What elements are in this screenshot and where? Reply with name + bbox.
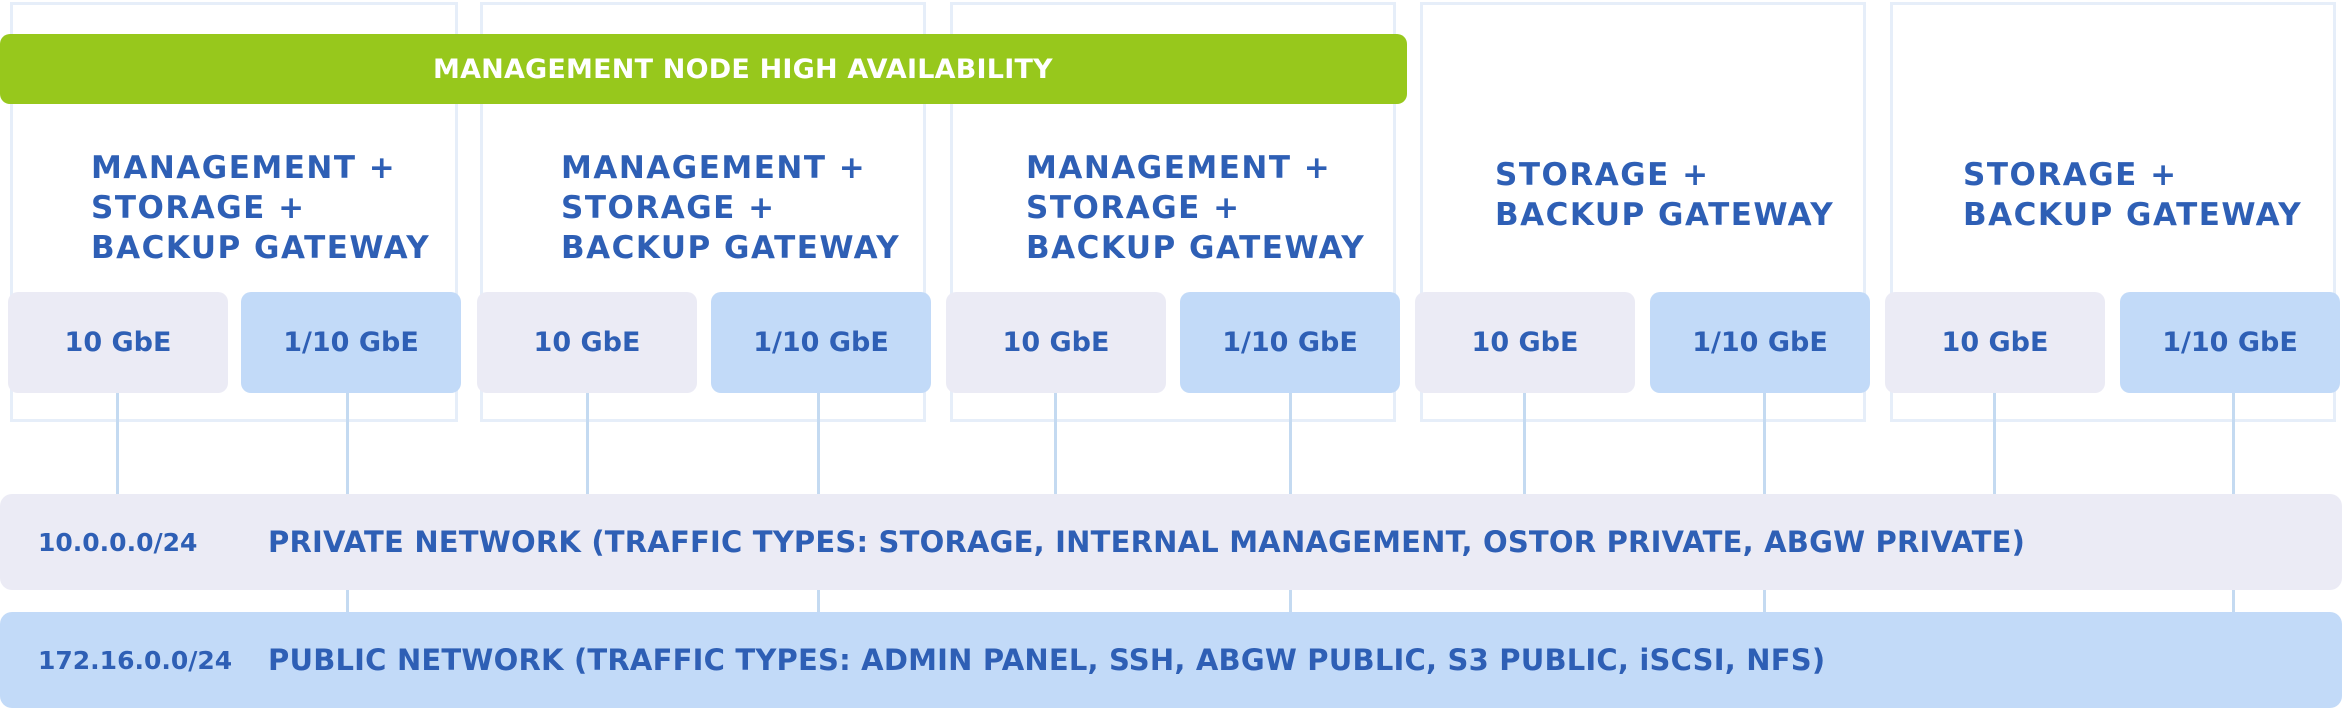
node-2-nic-1-10gbe: 1/10 GbE <box>711 292 931 393</box>
public-network: 172.16.0.0/24 PUBLIC NETWORK (TRAFFIC TY… <box>0 612 2342 708</box>
node-3-label-line-1: MANAGEMENT + <box>1026 150 1332 186</box>
wire-node1-private <box>116 393 119 494</box>
ha-banner-label: MANAGEMENT NODE HIGH AVAILABILITY <box>433 53 1053 85</box>
node-1-label-line-2: STORAGE + <box>91 190 306 226</box>
wire-node5-private <box>1993 393 1996 494</box>
node-4-label-line-2: BACKUP GATEWAY <box>1495 197 1835 233</box>
node-1-label-line-3: BACKUP GATEWAY <box>91 230 431 266</box>
node-4-nic-10gbe: 10 GbE <box>1415 292 1635 393</box>
node-2-nic-10gbe: 10 GbE <box>477 292 697 393</box>
node-frame-1 <box>10 2 458 422</box>
node-5-nic-1-10gbe: 1/10 GbE <box>2120 292 2340 393</box>
node-3-label-line-2: STORAGE + <box>1026 190 1241 226</box>
node-3-nic-1-10gbe: 1/10 GbE <box>1180 292 1400 393</box>
node-3-label-line-3: BACKUP GATEWAY <box>1026 230 1366 266</box>
node-5-label: STORAGE + BACKUP GATEWAY <box>1963 155 2302 235</box>
node-1-label-line-1: MANAGEMENT + <box>91 150 397 186</box>
node-2-label: MANAGEMENT + STORAGE + BACKUP GATEWAY <box>561 148 900 268</box>
node-frame-5 <box>1890 2 2336 422</box>
node-5-label-line-1: STORAGE + <box>1963 157 2178 193</box>
node-4-label-line-1: STORAGE + <box>1495 157 1710 193</box>
wire-node3-private <box>1054 393 1057 494</box>
node-2-label-line-3: BACKUP GATEWAY <box>561 230 901 266</box>
node-5-nic-10gbe: 10 GbE <box>1885 292 2105 393</box>
wire-node4-private <box>1523 393 1526 494</box>
private-network: 10.0.0.0/24 PRIVATE NETWORK (TRAFFIC TYP… <box>0 494 2342 590</box>
node-2-label-line-1: MANAGEMENT + <box>561 150 867 186</box>
private-network-subnet: 10.0.0.0/24 <box>38 527 198 557</box>
wire-node2-private <box>586 393 589 494</box>
public-network-label: PUBLIC NETWORK (TRAFFIC TYPES: ADMIN PAN… <box>268 643 1826 677</box>
node-frame-2 <box>480 2 926 422</box>
private-network-label: PRIVATE NETWORK (TRAFFIC TYPES: STORAGE,… <box>268 525 2026 559</box>
node-3-label: MANAGEMENT + STORAGE + BACKUP GATEWAY <box>1026 148 1365 268</box>
ha-banner: MANAGEMENT NODE HIGH AVAILABILITY <box>0 34 1407 104</box>
public-network-subnet: 172.16.0.0/24 <box>38 645 233 675</box>
node-2-label-line-2: STORAGE + <box>561 190 776 226</box>
node-3-nic-10gbe: 10 GbE <box>946 292 1166 393</box>
node-1-nic-1-10gbe: 1/10 GbE <box>241 292 461 393</box>
node-frame-4 <box>1420 2 1866 422</box>
node-5-label-line-2: BACKUP GATEWAY <box>1963 197 2303 233</box>
node-frame-3 <box>950 2 1396 422</box>
node-1-label: MANAGEMENT + STORAGE + BACKUP GATEWAY <box>91 148 430 268</box>
node-4-nic-1-10gbe: 1/10 GbE <box>1650 292 1870 393</box>
node-1-nic-10gbe: 10 GbE <box>8 292 228 393</box>
node-4-label: STORAGE + BACKUP GATEWAY <box>1495 155 1834 235</box>
